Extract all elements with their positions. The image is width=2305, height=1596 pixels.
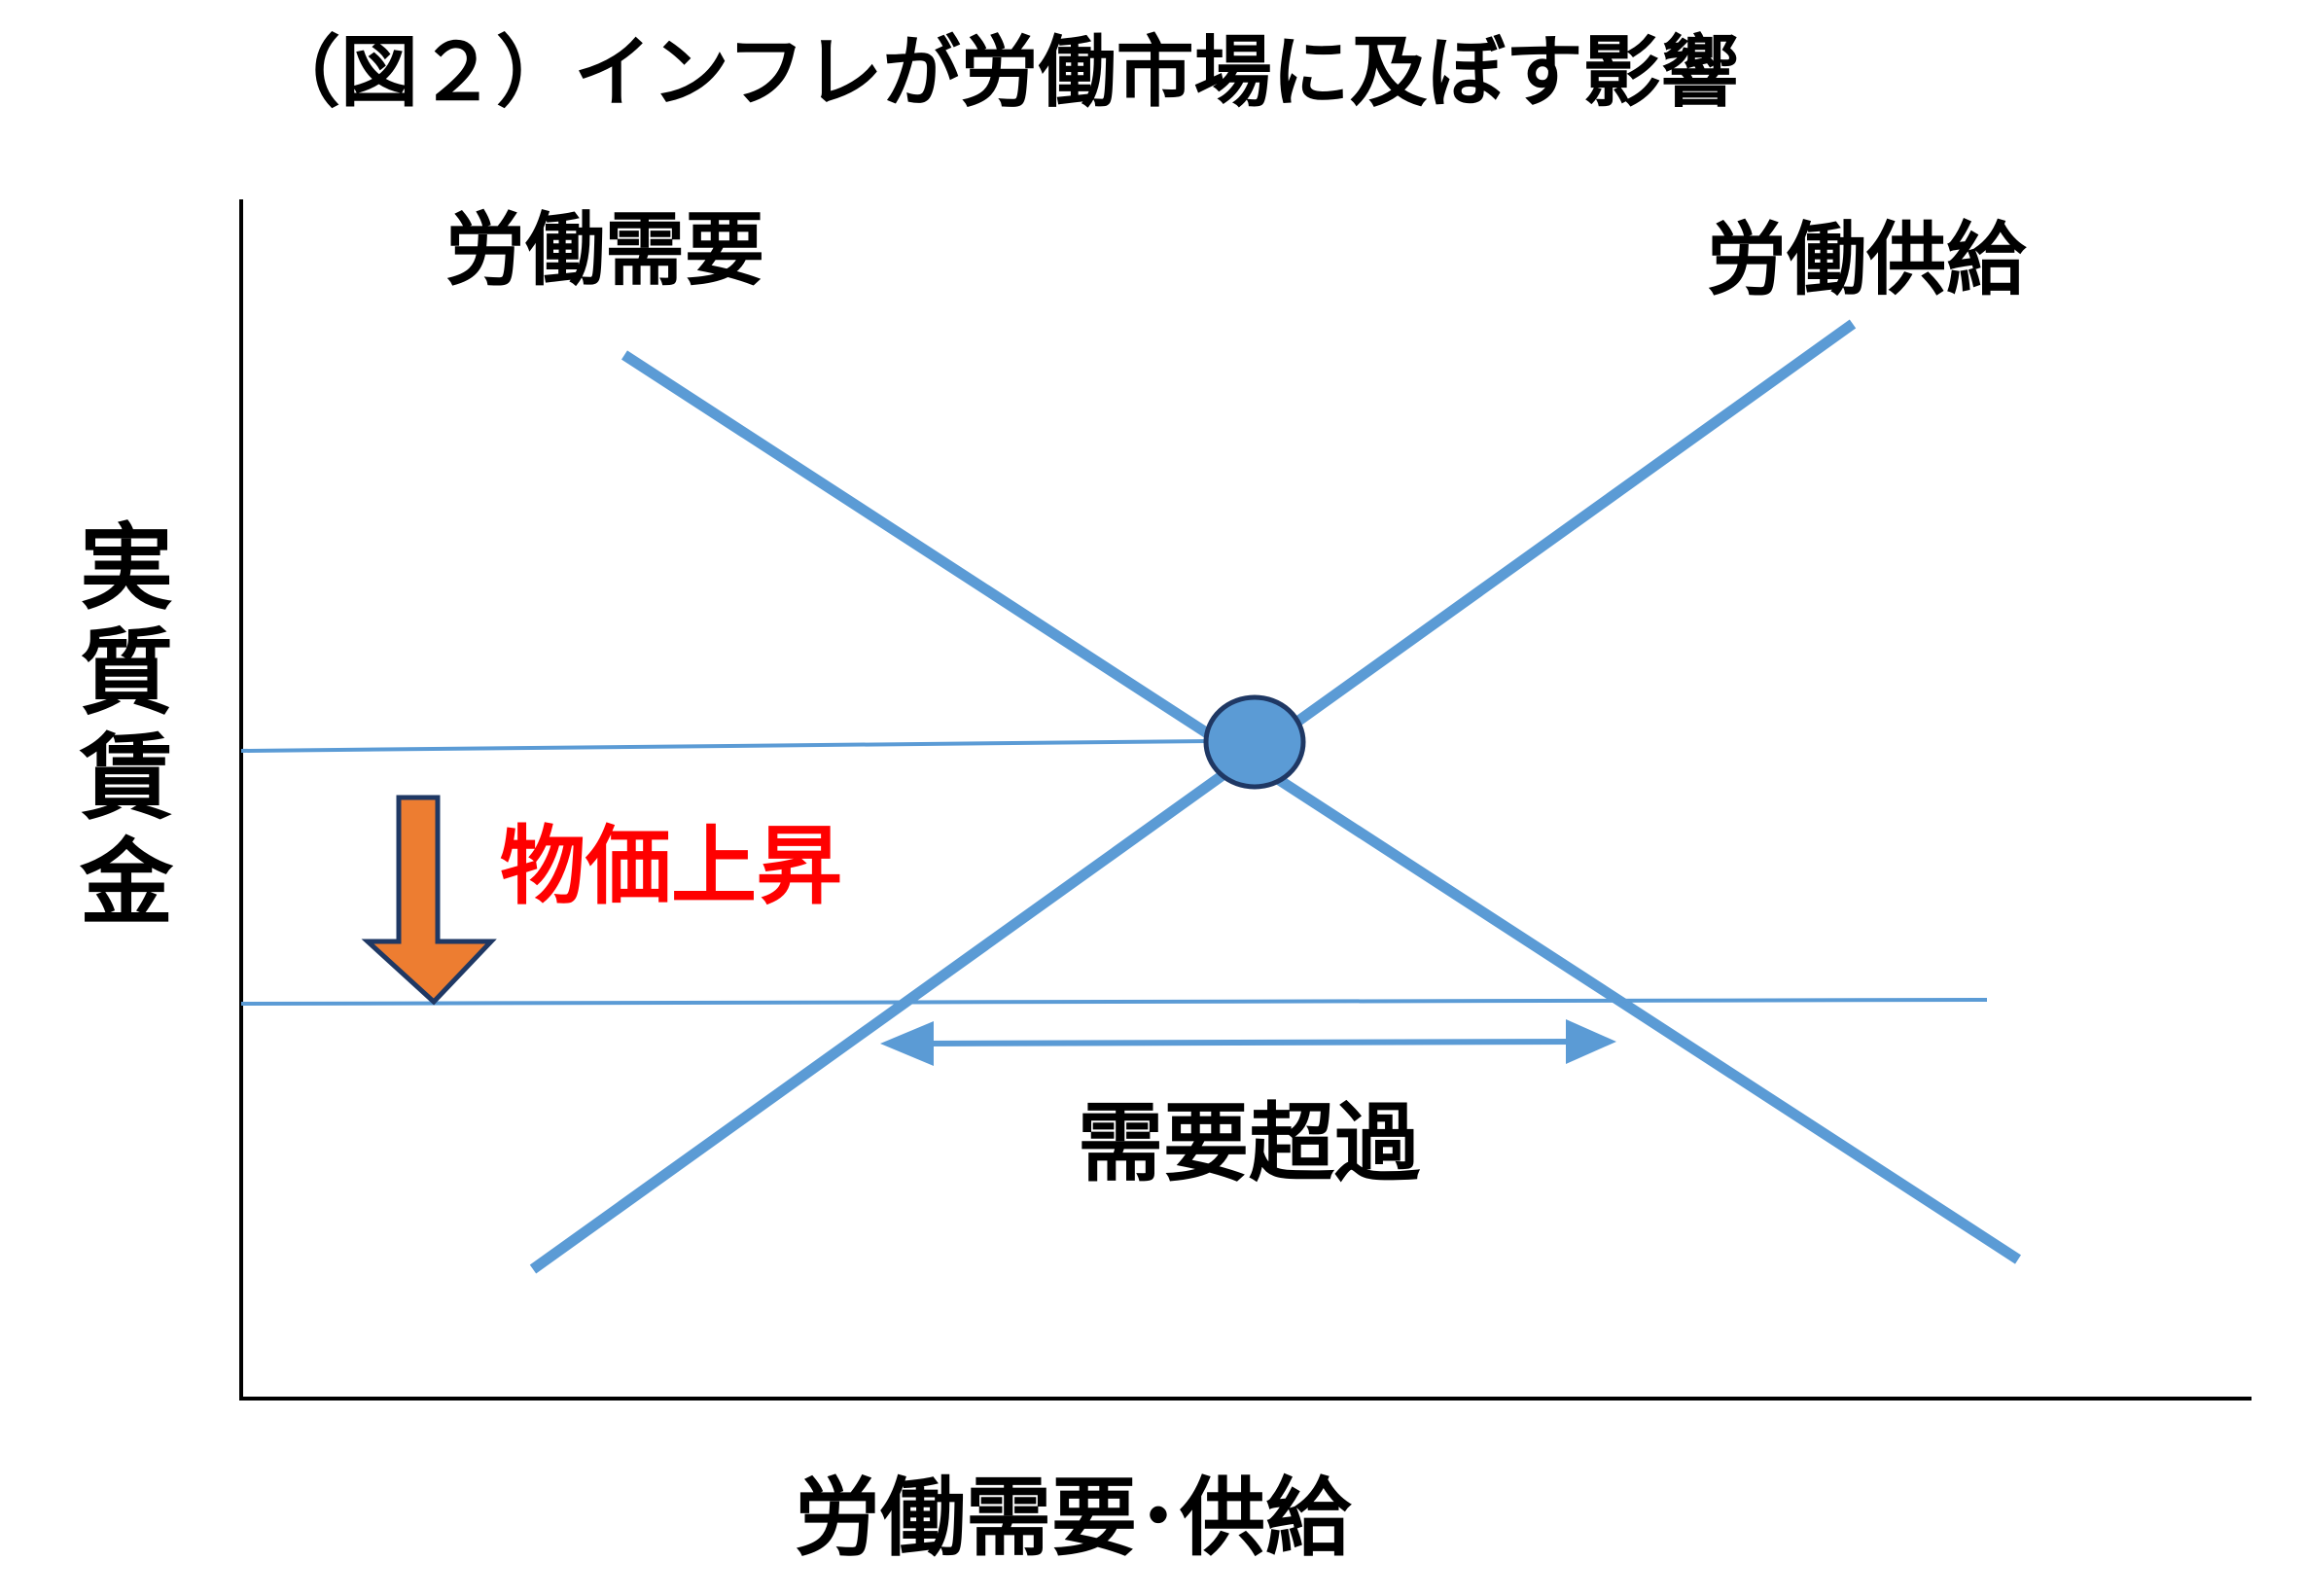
labor-demand-curve (621, 350, 2021, 1264)
price-rise-arrow (361, 795, 497, 1006)
equilibrium-wage-line (240, 739, 1212, 753)
excess-demand-arrowhead-right (1566, 1019, 1616, 1064)
labor-supply-curve (529, 319, 1857, 1274)
y-axis-label: 実質賃金 (80, 514, 173, 938)
x-axis-label: 労働需要･供給 (795, 1468, 1352, 1568)
lower-wage-line (240, 998, 1988, 1006)
excess-demand-arrow-shaft (923, 1039, 1581, 1046)
diagram-title: （図２）インフレが労働市場に及ぼす影響 (263, 27, 1739, 118)
excess-demand-arrowhead-left (880, 1021, 934, 1066)
equilibrium-point (1203, 694, 1306, 790)
price-rise-label: 物価上昇 (500, 816, 843, 916)
labor-demand-label: 労働需要 (445, 204, 765, 297)
labor-supply-label: 労働供給 (1707, 214, 2027, 306)
excess-demand-label: 需要超過 (1078, 1093, 1421, 1193)
